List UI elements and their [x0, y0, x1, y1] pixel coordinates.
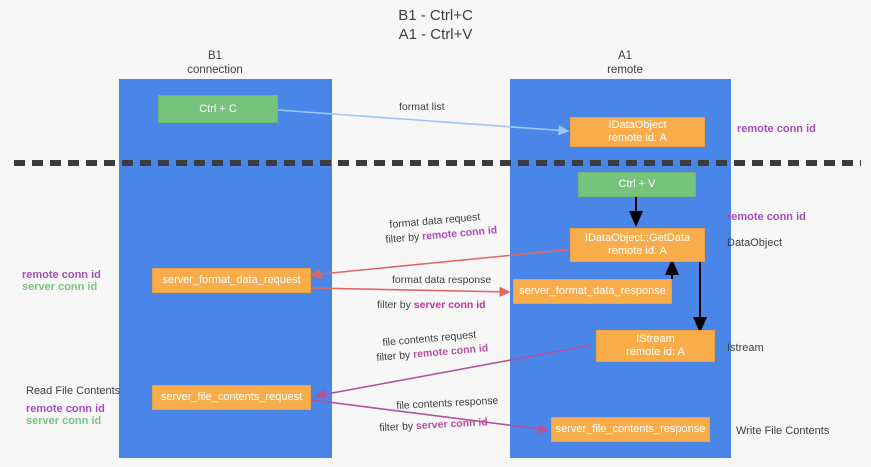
left-label-remote-conn-id: remote conn id: [22, 269, 101, 282]
right-label-write-file-contents: Write File Contents: [736, 425, 829, 437]
edge-label-fdr-filter-prefix: filter by: [385, 230, 423, 246]
node-server-file-contents-request[interactable]: server_file_contents_request: [152, 385, 311, 410]
right-label-dataobject-text: DataObject: [727, 237, 783, 249]
column-header-b1-name: B1: [207, 50, 223, 62]
edge-label-fcres-filter-key: server conn id: [415, 416, 489, 433]
left-label-remote-conn-id-2: remote conn id: [26, 403, 105, 416]
left-label-read-file-contents-text: Read File Contents: [26, 385, 121, 397]
node-getdata-line2: remote id: A: [608, 245, 667, 257]
edge-label-fcres-filter-prefix: filter by: [379, 420, 417, 434]
left-label-remote-conn-id-2-text: remote conn id: [26, 403, 105, 415]
connector-format-data-response: [310, 286, 511, 297]
node-idataobject-line2: remote id: A: [608, 132, 667, 144]
edge-label-fcres-text: file contents response: [396, 394, 499, 412]
node-ctrl-v[interactable]: Ctrl + V: [578, 172, 696, 197]
right-label-istream-text: Istream: [727, 342, 764, 354]
title-line-1: B1 - Ctrl+C: [398, 7, 473, 24]
node-server-format-data-request[interactable]: server_format_data_request: [152, 268, 311, 293]
column-header-a1: A1 remote: [565, 49, 685, 77]
right-label-write-file-contents-text: Write File Contents: [736, 425, 830, 437]
right-label-remote-conn-id-top-text: remote conn id: [737, 123, 816, 135]
column-header-b1: B1 connection: [155, 49, 275, 77]
edge-label-file-contents-response: file contents response: [396, 395, 499, 412]
node-ctrl-c[interactable]: Ctrl + C: [158, 95, 278, 123]
left-label-server-conn-id-2: server conn id: [26, 415, 101, 428]
node-istream-line2: remote id: A: [626, 346, 685, 358]
edge-label-format-data-response-text: format data response: [392, 274, 492, 286]
edge-label-format-list-text: format list: [399, 101, 445, 113]
edge-label-file-contents-response-filter: filter by server conn id: [379, 416, 488, 434]
node-getdata-line1: IDataObject::GetData: [584, 232, 691, 244]
left-label-server-conn-id-2-text: server conn id: [26, 415, 102, 427]
node-ctrl-v-label: Ctrl + V: [618, 178, 656, 190]
node-server-format-data-response[interactable]: server_format_data_response: [513, 279, 672, 304]
column-header-a1-sub: remote: [607, 64, 643, 76]
node-server-file-contents-response-label: server_file_contents_response: [555, 423, 706, 435]
edge-label-fdres-filter-prefix: filter by: [377, 299, 414, 311]
node-idataobject-getdata[interactable]: IDataObject::GetData remote id: A: [570, 228, 705, 262]
edge-label-format-data-response-filter: filter by server conn id: [377, 299, 486, 311]
title-line-2: A1 - Ctrl+V: [398, 26, 473, 43]
right-label-remote-conn-id-mid: remote conn id: [727, 211, 806, 224]
node-server-format-data-request-label: server_format_data_request: [162, 274, 301, 286]
left-label-server-conn-id-text: server conn id: [22, 281, 98, 293]
right-label-remote-conn-id-mid-text: remote conn id: [727, 211, 806, 223]
node-istream[interactable]: IStream remote id: A: [596, 330, 715, 362]
node-idataobject[interactable]: IDataObject remote id: A: [570, 117, 705, 147]
column-header-a1-name: A1: [617, 50, 633, 62]
right-label-istream: Istream: [727, 342, 764, 354]
right-label-remote-conn-id-top: remote conn id: [737, 123, 816, 136]
diagram-title: B1 - Ctrl+C A1 - Ctrl+V: [0, 6, 871, 44]
edge-label-fcr-filter-prefix: filter by: [376, 348, 414, 364]
left-label-server-conn-id: server conn id: [22, 281, 97, 294]
node-istream-line1: IStream: [636, 333, 675, 345]
node-server-file-contents-request-label: server_file_contents_request: [160, 391, 303, 403]
left-label-remote-conn-id-text: remote conn id: [22, 269, 101, 281]
left-label-read-file-contents: Read File Contents: [26, 385, 120, 397]
node-idataobject-line1: IDataObject: [608, 119, 667, 131]
edge-label-format-list: format list: [399, 101, 445, 113]
edge-label-format-data-response: format data response: [392, 274, 491, 286]
node-ctrl-c-label: Ctrl + C: [199, 102, 237, 115]
node-server-file-contents-response[interactable]: server_file_contents_response: [551, 417, 710, 442]
right-label-dataobject: DataObject: [727, 237, 782, 249]
node-server-format-data-response-label: server_format_data_response: [519, 285, 666, 297]
edge-label-fdres-filter-key: server conn id: [413, 299, 486, 311]
column-header-b1-sub: connection: [187, 64, 243, 76]
